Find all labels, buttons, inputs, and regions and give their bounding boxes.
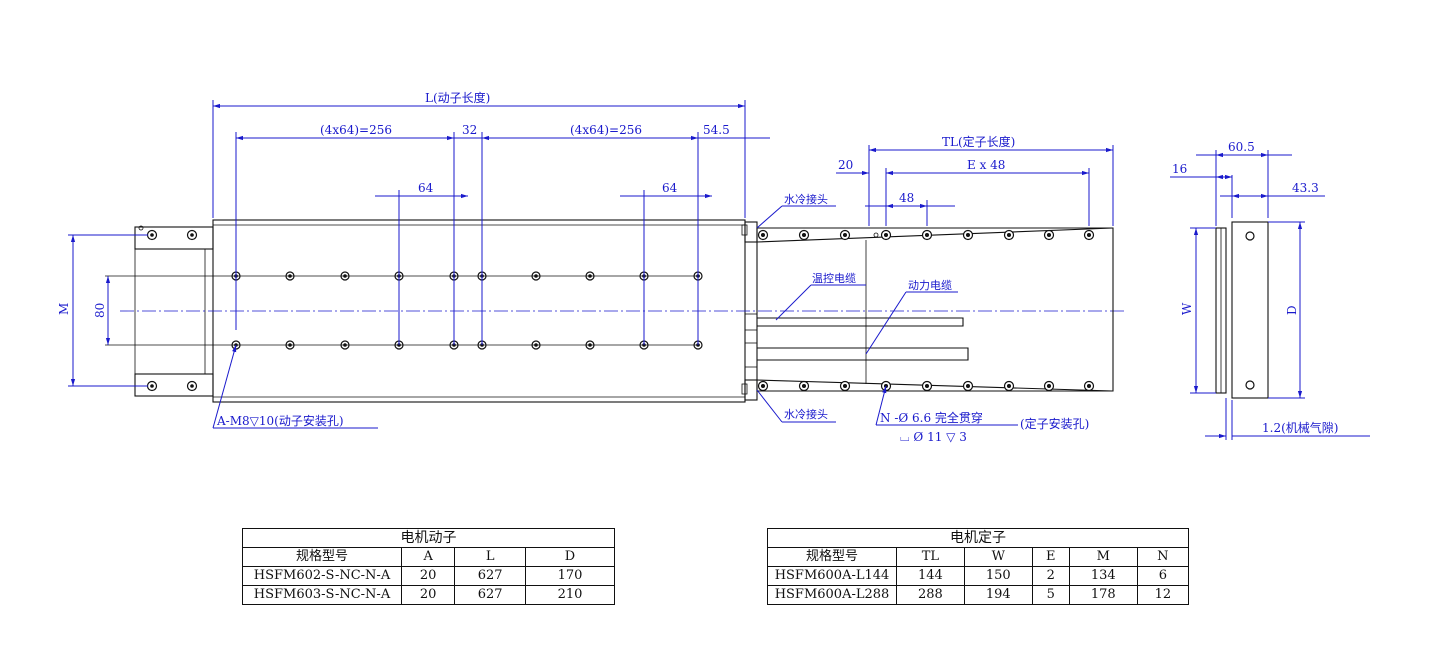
table-header: D: [525, 547, 615, 567]
stator-hole: [839, 229, 851, 241]
table-header: M: [1068, 547, 1138, 567]
table-header: W: [963, 547, 1033, 567]
table-cell: 5: [1031, 585, 1070, 605]
table-cell: HSFM602-S-NC-N-A: [242, 566, 402, 586]
label-water-top: 水冷接头: [784, 193, 828, 206]
stator-hole: [1003, 380, 1015, 392]
dimensions: L(动子长度) (4x64)=256 32 (4x64)=256 54.5 64…: [57, 90, 1370, 440]
table-cell: 6: [1136, 566, 1190, 586]
stator-table: 电机定子 规格型号 TL W E M N HSFM600A-L144 144 1…: [767, 528, 1190, 605]
table-cell: 288: [896, 585, 965, 605]
dim-60-5: 60.5: [1228, 140, 1255, 154]
stator-hole: [962, 229, 974, 241]
dim-seg3: (4x64)=256: [570, 123, 642, 137]
callouts: 水冷接头 水冷接头 温控电缆 动力电缆 A-M8▽10(动子安装孔) N -Ø …: [212, 193, 1089, 444]
dim-p2: 64: [662, 181, 678, 195]
stator-holes: [757, 229, 1095, 392]
stator-hole: [757, 380, 769, 392]
table-header-row: 规格型号 TL W E M N: [767, 547, 1190, 567]
table-header: 规格型号: [242, 547, 402, 567]
label-stator-hole-note: (定子安装孔): [1020, 416, 1089, 431]
mover-mounting-holes: [231, 271, 703, 350]
table-cell: 20: [400, 566, 456, 586]
marker-dot: [873, 232, 879, 238]
table-cell: 12: [1136, 585, 1190, 605]
dim-seg1: (4x64)=256: [320, 123, 392, 137]
table-cell: 194: [963, 585, 1033, 605]
table-header: L: [454, 547, 526, 567]
dim-gap: 1.2(机械气隙): [1262, 420, 1338, 435]
side-view: [1215, 221, 1269, 399]
dim-D: D: [1285, 305, 1299, 315]
table-cell: 178: [1068, 585, 1138, 605]
dim-43-3: 43.3: [1292, 181, 1319, 195]
dim-L: L(动子长度): [425, 90, 490, 105]
label-stator-counterbore: ⌴ Ø 11 ▽ 3: [900, 430, 967, 444]
table-header: 规格型号: [767, 547, 897, 567]
table-cell: 144: [896, 566, 965, 586]
mover-table: 电机动子 规格型号 A L D HSFM602-S-NC-N-A 20 627 …: [242, 528, 615, 605]
stator-hole: [1043, 229, 1055, 241]
stator-hole: [921, 229, 933, 241]
stator-hole: [880, 229, 892, 241]
dim-48: 48: [899, 191, 914, 205]
dim-W: W: [1180, 302, 1194, 315]
table-cell: 20: [400, 585, 456, 605]
table-row: HSFM600A-L288 288 194 5 178 12: [767, 585, 1190, 605]
dim-p1: 64: [418, 181, 434, 195]
table-row: HSFM603-S-NC-N-A 20 627 210: [242, 585, 615, 605]
dim-seg4: 54.5: [703, 123, 730, 137]
dim-M: M: [57, 303, 71, 315]
table-cell: 150: [963, 566, 1033, 586]
stator-hole: [921, 380, 933, 392]
stator-hole: [1083, 380, 1095, 392]
label-power-cable: 动力电缆: [908, 279, 952, 292]
table-cell: 627: [454, 585, 526, 605]
table-cell: 210: [525, 585, 615, 605]
stator-hole: [1003, 229, 1015, 241]
dim-Ex48: E x 48: [967, 158, 1005, 172]
mover-table-title: 电机动子: [242, 528, 615, 548]
label-mover-hole: A-M8▽10(动子安装孔): [216, 413, 344, 428]
stator-hole: [798, 229, 810, 241]
table-cell: HSFM600A-L144: [767, 566, 897, 586]
table-header: N: [1136, 547, 1190, 567]
dim-20: 20: [838, 158, 853, 172]
dim-TL: TL(定子长度): [942, 134, 1015, 149]
table-header: E: [1031, 547, 1070, 567]
stator-hole: [1043, 380, 1055, 392]
table-header-row: 规格型号 A L D: [242, 547, 615, 567]
label-water-bottom: 水冷接头: [784, 408, 828, 421]
dim-seg2: 32: [462, 123, 477, 137]
table-cell: 2: [1031, 566, 1070, 586]
table-row: HSFM600A-L144 144 150 2 134 6: [767, 566, 1190, 586]
table-cell: 134: [1068, 566, 1138, 586]
flange-holes: [138, 225, 198, 392]
table-cell: HSFM600A-L288: [767, 585, 897, 605]
table-header: A: [400, 547, 456, 567]
stator-hole: [798, 380, 810, 392]
table-header: TL: [896, 547, 965, 567]
stator-hole: [757, 229, 769, 241]
table-cell: 627: [454, 566, 526, 586]
table-cell: HSFM603-S-NC-N-A: [242, 585, 402, 605]
stator-hole: [1083, 229, 1095, 241]
stator-hole: [839, 380, 851, 392]
table-row: HSFM602-S-NC-N-A 20 627 170: [242, 566, 615, 586]
label-temp-cable: 温控电缆: [812, 271, 856, 285]
label-stator-hole: N -Ø 6.6 完全贯穿: [880, 410, 983, 425]
dim-80: 80: [93, 303, 107, 318]
dim-16: 16: [1172, 162, 1187, 176]
stator-table-title: 电机定子: [767, 528, 1189, 548]
table-cell: 170: [525, 566, 615, 586]
stator-hole: [962, 380, 974, 392]
